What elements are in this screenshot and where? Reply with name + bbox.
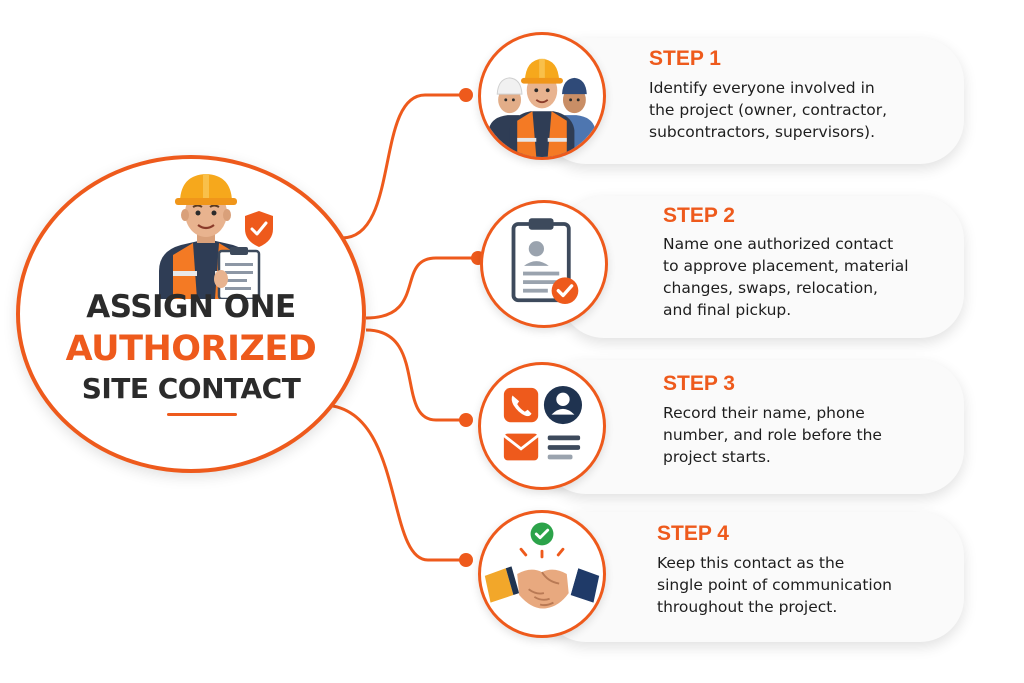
step-1-card — [542, 38, 964, 164]
step-2-line-3: changes, swaps, relocation, — [663, 279, 878, 297]
step-2-icon-circle — [480, 200, 608, 328]
hub-circle: ASSIGN ONE AUTHORIZED SITE CONTACT — [16, 155, 366, 473]
connector-step-4 — [321, 403, 466, 562]
step-2-title: STEP 2 — [663, 204, 735, 227]
step-1-description: Identify everyone involved in the projec… — [649, 77, 887, 143]
step-2-line-2: to approve placement, material — [663, 257, 909, 275]
step-4-line-3: throughout the project. — [657, 598, 838, 616]
step-1-line-1: Identify everyone involved in — [649, 79, 875, 97]
step-4-line-1: Keep this contact as the — [657, 554, 845, 572]
worker-team-icon — [488, 58, 596, 157]
step-3-card — [542, 360, 964, 494]
step-3-title: STEP 3 — [663, 372, 735, 395]
step-4-line-2: single point of communication — [657, 576, 893, 594]
step-3-icon-circle — [478, 362, 606, 490]
step-1-line-2: the project (owner, contractor, — [649, 101, 888, 119]
phone-icon — [503, 387, 539, 423]
contact-details-icon — [502, 385, 583, 461]
connector-dot-4 — [459, 553, 473, 567]
step-2-line-1: Name one authorized contact — [663, 235, 894, 253]
step-4-title: STEP 4 — [657, 522, 729, 545]
step-4-description: Keep this contact as the single point of… — [657, 552, 892, 618]
step-3-line-1: Record their name, phone — [663, 404, 865, 422]
connector-step-2 — [365, 256, 478, 320]
handshake-icon — [484, 522, 600, 609]
step-2-line-4: and final pickup. — [663, 301, 792, 319]
step-2-card — [560, 196, 964, 338]
connector-dot-1 — [459, 88, 473, 102]
hub-title-line-2: AUTHORIZED — [65, 329, 317, 369]
hub-title-line-3: SITE CONTACT — [81, 372, 301, 405]
hub-underline — [167, 413, 237, 416]
step-2-description: Name one authorized contact to approve p… — [663, 233, 909, 321]
connector-step-3 — [365, 328, 466, 422]
construction-worker-with-clipboard-icon — [159, 174, 273, 299]
mail-icon — [503, 433, 539, 461]
hub-title-line-1: ASSIGN ONE — [86, 289, 296, 325]
clipboard-check-icon — [511, 218, 579, 305]
step-1-icon-circle — [478, 32, 606, 160]
connector-step-1 — [341, 93, 466, 240]
step-4-icon-circle — [478, 510, 606, 638]
step-1-line-3: subcontractors, supervisors). — [649, 123, 876, 141]
step-1-title: STEP 1 — [649, 47, 721, 70]
step-3-line-3: project starts. — [663, 448, 771, 466]
step-4-card — [542, 512, 964, 642]
step-3-description: Record their name, phone number, and rol… — [663, 402, 882, 468]
step-3-line-2: number, and role before the — [663, 426, 882, 444]
connector-dot-3 — [459, 413, 473, 427]
